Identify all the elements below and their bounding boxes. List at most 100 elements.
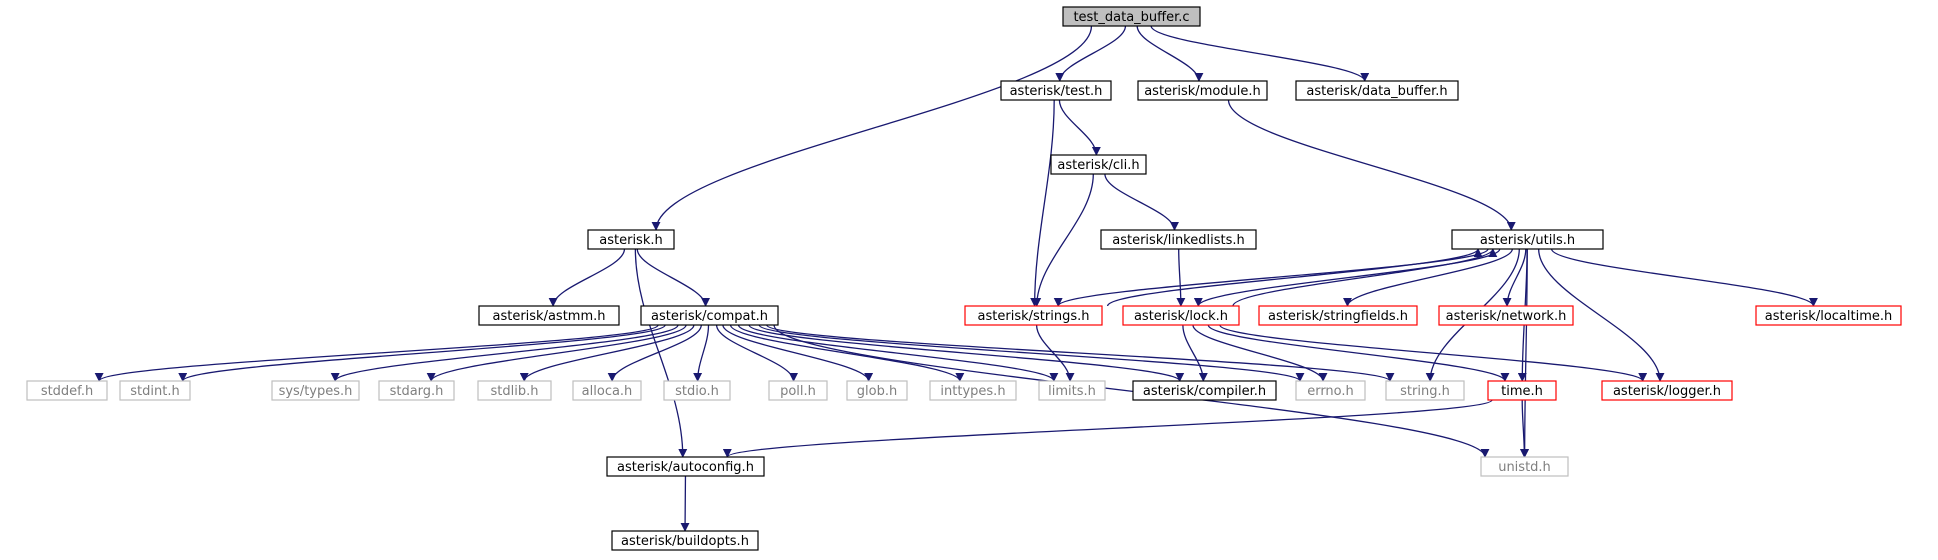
node-label: sys/types.h bbox=[279, 384, 353, 399]
node-label: asterisk/linkedlists.h bbox=[1112, 233, 1245, 248]
node-stddef: stddef.h bbox=[26, 380, 108, 401]
node-label: stdlib.h bbox=[491, 384, 539, 399]
edge-cli-to-strings bbox=[1032, 173, 1094, 307]
node-localtime[interactable]: asterisk/localtime.h bbox=[1755, 305, 1902, 326]
edge-layer bbox=[94, 25, 1818, 532]
node-astmm[interactable]: asterisk/astmm.h bbox=[478, 305, 620, 326]
edge-compat-to-glob bbox=[722, 324, 874, 382]
edge-arrow bbox=[634, 248, 688, 458]
node-label: asterisk/lock.h bbox=[1134, 309, 1228, 324]
node-box bbox=[929, 380, 1017, 401]
edge-compat-to-stddef bbox=[94, 324, 659, 382]
node-box bbox=[1295, 80, 1459, 101]
edge-arrow bbox=[651, 25, 1093, 231]
edge-arrow bbox=[1550, 248, 1818, 307]
node-test[interactable]: asterisk/test.h bbox=[1000, 80, 1112, 101]
node-box bbox=[1451, 229, 1604, 250]
node-label: asterisk/compat.h bbox=[651, 309, 768, 324]
node-box bbox=[1062, 6, 1201, 27]
node-stdlib: stdlib.h bbox=[477, 380, 552, 401]
node-box bbox=[964, 305, 1103, 326]
node-box bbox=[478, 305, 620, 326]
edge-arrow bbox=[715, 324, 799, 382]
node-stringfields[interactable]: asterisk/stringfields.h bbox=[1258, 305, 1418, 326]
node-label: asterisk/autoconfig.h bbox=[617, 460, 754, 475]
edge-utils-to-stringfields bbox=[1343, 248, 1513, 307]
edge-arrow bbox=[729, 324, 965, 382]
edge-test-to-strings bbox=[1030, 99, 1055, 307]
node-systypes: sys/types.h bbox=[271, 380, 360, 401]
edge-root-to-databuffer bbox=[1150, 25, 1370, 82]
node-buildopts[interactable]: asterisk/buildopts.h bbox=[611, 530, 759, 551]
node-box bbox=[1601, 380, 1733, 401]
edge-arrow bbox=[548, 248, 626, 307]
node-box bbox=[1137, 80, 1268, 101]
node-box bbox=[1295, 380, 1366, 401]
node-box bbox=[572, 380, 642, 401]
node-autoconfig[interactable]: asterisk/autoconfig.h bbox=[606, 456, 765, 477]
node-label: asterisk/cli.h bbox=[1057, 158, 1139, 173]
edge-arrow bbox=[693, 324, 710, 382]
node-module[interactable]: asterisk/module.h bbox=[1137, 80, 1268, 101]
edge-utils-to-strings bbox=[1053, 248, 1489, 307]
node-asteriskh[interactable]: asterisk.h bbox=[587, 229, 675, 250]
node-box bbox=[1487, 380, 1557, 401]
node-label: stdint.h bbox=[130, 384, 179, 399]
edge-arrow bbox=[1150, 25, 1370, 82]
edge-lock-to-utils bbox=[1232, 248, 1498, 307]
node-logger[interactable]: asterisk/logger.h bbox=[1601, 380, 1733, 401]
edge-strings-to-limits bbox=[1035, 324, 1075, 382]
node-inttypes: inttypes.h bbox=[929, 380, 1017, 401]
node-network[interactable]: asterisk/network.h bbox=[1438, 305, 1574, 326]
edge-asteriskh-to-astmm bbox=[548, 248, 626, 307]
edge-compat-to-stdint bbox=[178, 324, 666, 382]
edge-root-to-asteriskh bbox=[651, 25, 1093, 231]
edge-arrow bbox=[758, 324, 1305, 382]
edge-arrow bbox=[330, 324, 679, 382]
edge-module-to-utils bbox=[1227, 99, 1516, 231]
node-box bbox=[1438, 305, 1574, 326]
edge-arrow bbox=[178, 324, 666, 382]
edge-arrow bbox=[1227, 99, 1516, 231]
node-label: test_data_buffer.c bbox=[1073, 10, 1189, 25]
node-strings[interactable]: asterisk/strings.h bbox=[964, 305, 1103, 326]
node-box bbox=[1038, 380, 1106, 401]
edge-root-to-test bbox=[1055, 25, 1127, 82]
node-root[interactable]: test_data_buffer.c bbox=[1062, 6, 1201, 27]
node-utils[interactable]: asterisk/utils.h bbox=[1451, 229, 1604, 250]
node-lock[interactable]: asterisk/lock.h bbox=[1122, 305, 1240, 326]
node-label: alloca.h bbox=[582, 384, 633, 399]
node-compat[interactable]: asterisk/compat.h bbox=[640, 305, 779, 326]
node-label: asterisk/astmm.h bbox=[492, 309, 605, 324]
edge-time-to-autoconfig bbox=[723, 399, 1493, 458]
edge-time-to-unistd bbox=[1519, 399, 1529, 458]
node-box bbox=[611, 530, 759, 551]
edge-arrow bbox=[1519, 399, 1529, 458]
node-label: asterisk/data_buffer.h bbox=[1306, 84, 1447, 99]
edge-arrow bbox=[1106, 248, 1483, 307]
node-box bbox=[663, 380, 731, 401]
node-cli[interactable]: asterisk/cli.h bbox=[1050, 154, 1147, 175]
node-linkedlists[interactable]: asterisk/linkedlists.h bbox=[1100, 229, 1257, 250]
edge-arrow bbox=[1136, 25, 1204, 82]
edge-compat-to-stdlib bbox=[519, 324, 695, 382]
node-compiler[interactable]: asterisk/compiler.h bbox=[1132, 380, 1277, 401]
edge-arrow bbox=[426, 324, 687, 382]
node-box bbox=[768, 380, 828, 401]
edge-lock-to-errno bbox=[1192, 324, 1328, 382]
edge-utils-to-network bbox=[1502, 248, 1527, 307]
node-time[interactable]: time.h bbox=[1487, 380, 1557, 401]
node-databuffer[interactable]: asterisk/data_buffer.h bbox=[1295, 80, 1459, 101]
edge-lock-to-logger bbox=[1219, 324, 1648, 382]
node-box bbox=[271, 380, 360, 401]
edge-compat-to-stdarg bbox=[426, 324, 687, 382]
node-box bbox=[1755, 305, 1902, 326]
edge-arrow bbox=[1232, 248, 1498, 307]
node-label: asterisk/stringfields.h bbox=[1268, 309, 1408, 324]
node-label: asterisk/network.h bbox=[1446, 309, 1567, 324]
edge-compat-to-string bbox=[766, 324, 1395, 382]
edge-arrow bbox=[1055, 25, 1127, 82]
edge-utils-to-logger bbox=[1538, 248, 1665, 382]
node-label: inttypes.h bbox=[940, 384, 1005, 399]
